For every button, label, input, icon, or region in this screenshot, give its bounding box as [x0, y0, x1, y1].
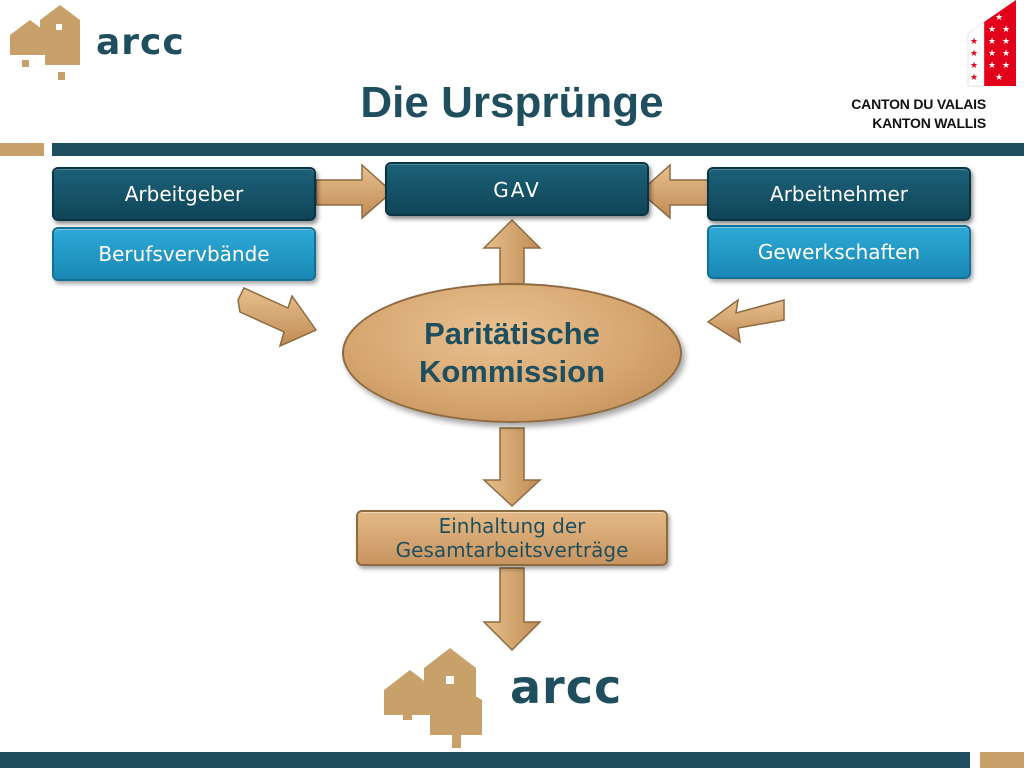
header-divider-bar [52, 143, 1024, 156]
trade-associations-box: Berufsvervbände [52, 227, 316, 281]
svg-text:★: ★ [988, 25, 996, 35]
unions-box: Gewerkschaften [707, 225, 971, 279]
svg-text:★: ★ [988, 49, 996, 59]
svg-text:★: ★ [995, 13, 1003, 23]
svg-text:★: ★ [970, 61, 978, 71]
svg-text:★: ★ [988, 37, 996, 47]
canton-line-de: KANTON WALLIS [872, 115, 986, 131]
employee-box: Arbeitnehmer [707, 167, 971, 221]
canton-line-fr: CANTON DU VALAIS [851, 96, 986, 112]
arrow-diagonal-right-icon [237, 287, 318, 348]
arcc-wordmark: arcc [96, 22, 185, 63]
svg-text:★: ★ [995, 73, 1003, 83]
commission-line-1: Paritätische [424, 316, 600, 351]
employer-box: Arbeitgeber [52, 167, 316, 221]
page-title: Die Ursprünge [360, 78, 664, 127]
arcc-footer-wordmark: arcc [510, 660, 623, 714]
footer-divider-bar [0, 752, 970, 768]
compliance-box: Einhaltung der Gesamtarbeitsverträge [356, 510, 668, 566]
arrow-down-icon [482, 427, 542, 508]
arrow-left-icon [638, 163, 709, 220]
header-accent-bar [0, 143, 44, 156]
arrow-up-icon [482, 218, 542, 291]
svg-text:★: ★ [970, 49, 978, 59]
arrow-diagonal-left-icon [706, 298, 785, 344]
svg-text:★: ★ [1002, 61, 1010, 71]
svg-text:★: ★ [1002, 25, 1010, 35]
gav-box: GAV [385, 162, 649, 216]
compliance-line-1: Einhaltung der [438, 514, 586, 538]
valais-flag-icon: ★ ★ ★ ★ ★ ★ ★ ★ ★ ★ ★ ★ ★ ★ [967, 0, 1016, 87]
joint-commission-ellipse: Paritätische Kommission [342, 283, 682, 423]
footer-accent-bar [980, 752, 1024, 768]
compliance-line-2: Gesamtarbeitsverträge [395, 538, 629, 562]
commission-line-2: Kommission [418, 354, 606, 389]
arcc-footer-logo-icon [384, 648, 482, 748]
arcc-logo-icon [10, 5, 80, 80]
svg-text:★: ★ [1002, 37, 1010, 47]
svg-text:★: ★ [970, 37, 978, 47]
arrow-right-icon [315, 163, 394, 220]
svg-text:★: ★ [970, 73, 978, 83]
arrow-down-icon [482, 567, 542, 652]
svg-text:★: ★ [1002, 49, 1010, 59]
canton-label: CANTON DU VALAIS KANTON WALLIS [851, 95, 986, 133]
svg-text:★: ★ [988, 61, 996, 71]
